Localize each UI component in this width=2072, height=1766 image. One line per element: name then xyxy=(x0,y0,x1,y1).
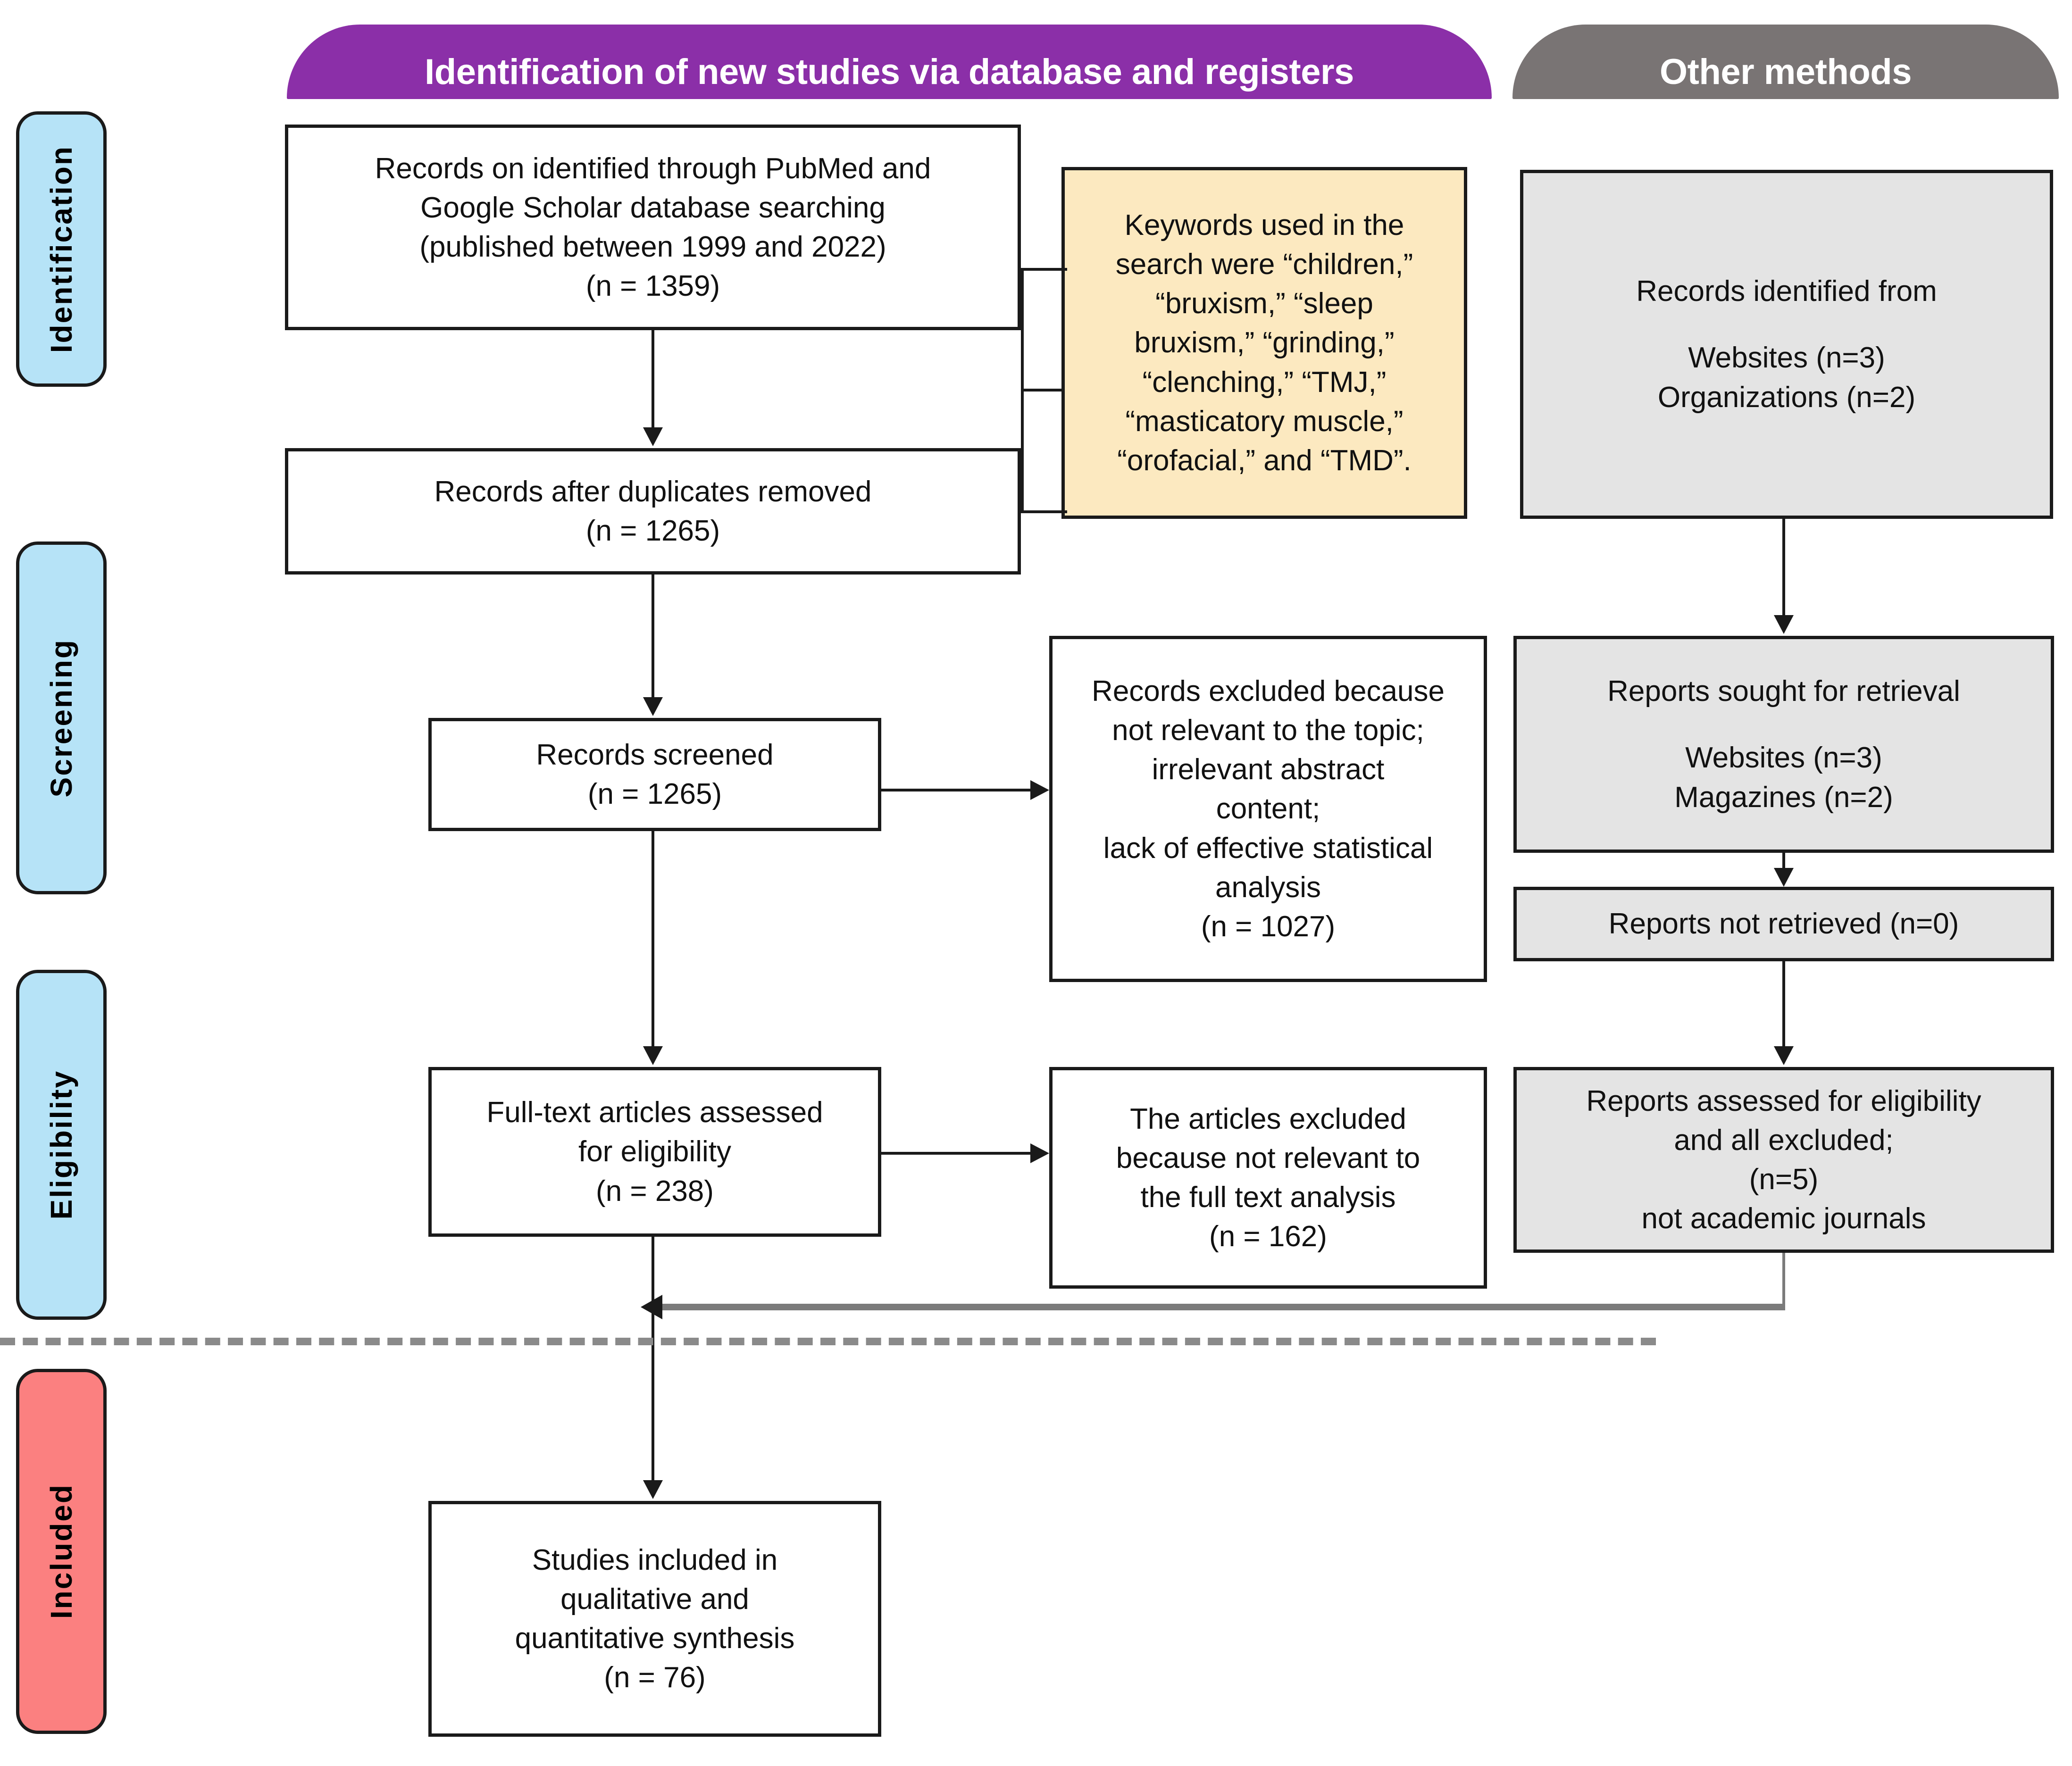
stage-pill-eligibility: Eligibility xyxy=(16,970,107,1320)
box-records-identified-from: Records identified from Websites (n=3) O… xyxy=(1520,170,2053,519)
box-studies-included: Studies included in qualitative and quan… xyxy=(428,1501,881,1737)
stage-label-identification: Identification xyxy=(44,145,78,353)
records-identified-from-line3: Organizations (n=2) xyxy=(1657,381,1916,414)
articles-excluded-line2: because not relevant to xyxy=(1116,1141,1420,1175)
banner-database-registers: Identification of new studies via databa… xyxy=(287,25,1492,99)
arrowhead-fulltext-to-articles-excluded xyxy=(1030,1143,1049,1163)
reports-assessed-line3: (n=5) xyxy=(1749,1163,1819,1196)
records-screened-line1: Records screened xyxy=(536,738,774,771)
box-records-screened: Records screened (n = 1265) xyxy=(428,718,881,831)
connector-duplicates-to-screened xyxy=(652,575,654,698)
studies-included-line3: quantitative synthesis xyxy=(515,1622,795,1655)
bracket-middle-link xyxy=(1021,389,1064,392)
stage-label-eligibility: Eligibility xyxy=(44,1070,78,1220)
connector-sought-to-not-retrieved xyxy=(1782,853,1785,870)
arrowhead-identified-from-to-sought xyxy=(1774,615,1794,634)
connector-screened-to-fulltext xyxy=(652,831,654,1047)
gray-connector-down xyxy=(1782,1253,1785,1307)
records-identified-line3: (published between 1999 and 2022) xyxy=(419,231,886,263)
box-reports-not-retrieved: Reports not retrieved (n=0) xyxy=(1513,887,2054,961)
records-screened-line2: (n = 1265) xyxy=(587,778,722,810)
reports-not-retrieved-line1: Reports not retrieved (n=0) xyxy=(1608,908,1959,941)
records-identified-from-line2: Websites (n=3) xyxy=(1688,342,1885,375)
stage-pill-identification: Identification xyxy=(16,111,107,387)
arrowhead-sought-to-not-retrieved xyxy=(1774,868,1794,887)
arrowhead-not-retrieved-to-assessed xyxy=(1774,1046,1794,1065)
box-duplicates-removed: Records after duplicates removed (n = 12… xyxy=(285,448,1021,575)
connector-screened-to-excluded xyxy=(881,789,1032,791)
box-keywords-used: Keywords used in the search were “childr… xyxy=(1061,167,1467,519)
fulltext-assessed-line2: for eligibility xyxy=(578,1135,731,1168)
records-excluded-line2: not relevant to the topic; xyxy=(1112,714,1424,747)
connector-fulltext-to-included xyxy=(652,1237,654,1481)
box-reports-sought-for-retrieval: Reports sought for retrieval Websites (n… xyxy=(1513,636,2054,853)
studies-included-line2: qualitative and xyxy=(560,1583,749,1616)
keywords-line3: “bruxism,” “sleep xyxy=(1155,287,1373,320)
box-articles-excluded: The articles excluded because not releva… xyxy=(1049,1067,1487,1289)
records-excluded-line3: irrelevant abstract xyxy=(1152,753,1385,786)
records-excluded-line6: analysis xyxy=(1215,871,1321,904)
articles-excluded-line1: The articles excluded xyxy=(1130,1102,1406,1135)
records-excluded-line7: (n = 1027) xyxy=(1201,910,1336,943)
articles-excluded-line3: the full text analysis xyxy=(1140,1181,1396,1214)
arrowhead-gray-connector xyxy=(641,1295,662,1319)
records-identified-line2: Google Scholar database searching xyxy=(420,191,886,224)
records-identified-from-line1: Records identified from xyxy=(1636,275,1937,308)
box-reports-assessed-for-eligibility: Reports assessed for eligibility and all… xyxy=(1513,1067,2054,1253)
arrowhead-screened-to-excluded xyxy=(1030,780,1049,800)
studies-included-line1: Studies included in xyxy=(532,1543,778,1576)
box-fulltext-assessed: Full-text articles assessed for eligibil… xyxy=(428,1067,881,1237)
arrowhead-screened-to-fulltext xyxy=(643,1046,663,1065)
arrowhead-duplicates-to-screened xyxy=(643,697,663,716)
arrowhead-identified-to-duplicates xyxy=(643,427,663,446)
studies-included-line4: (n = 76) xyxy=(604,1661,706,1694)
records-identified-line4: (n = 1359) xyxy=(585,270,720,303)
stage-pill-included: Included xyxy=(16,1369,107,1734)
duplicates-removed-line1: Records after duplicates removed xyxy=(434,475,872,508)
connector-identified-from-to-sought xyxy=(1782,519,1785,616)
fulltext-assessed-line1: Full-text articles assessed xyxy=(486,1096,823,1129)
fulltext-assessed-line3: (n = 238) xyxy=(596,1175,714,1208)
reports-assessed-line1: Reports assessed for eligibility xyxy=(1586,1084,1981,1117)
banner-database-label: Identification of new studies via databa… xyxy=(425,52,1354,92)
connector-not-retrieved-to-assessed xyxy=(1782,961,1785,1048)
connector-fulltext-to-articles-excluded xyxy=(881,1152,1032,1155)
stage-label-screening: Screening xyxy=(44,638,78,798)
stage-pill-screening: Screening xyxy=(16,541,107,894)
duplicates-removed-line2: (n = 1265) xyxy=(585,515,720,547)
keywords-line6: “masticatory muscle,” xyxy=(1125,405,1404,438)
banner-other-methods: Other methods xyxy=(1512,25,2059,99)
bracket-top-stub xyxy=(1021,268,1067,271)
records-excluded-line4: content; xyxy=(1216,792,1320,825)
articles-excluded-line4: (n = 162) xyxy=(1209,1220,1327,1253)
records-excluded-line5: lack of effective statistical xyxy=(1103,832,1433,865)
reports-sought-line2: Websites (n=3) xyxy=(1685,741,1882,775)
keywords-line5: “clenching,” “TMJ,” xyxy=(1142,366,1387,399)
arrowhead-fulltext-to-included xyxy=(643,1480,663,1499)
section-divider-dashed xyxy=(0,1338,1656,1345)
keywords-line1: Keywords used in the xyxy=(1124,209,1404,242)
gray-connector-horizontal xyxy=(660,1304,1785,1310)
banner-other-label: Other methods xyxy=(1660,52,1912,92)
keywords-line7: “orofacial,” and “TMD”. xyxy=(1117,444,1412,477)
stage-label-included: Included xyxy=(44,1483,78,1619)
keywords-line2: search were “children,” xyxy=(1115,248,1413,281)
records-excluded-line1: Records excluded because xyxy=(1092,675,1445,708)
records-identified-line1: Records on identified through PubMed and xyxy=(375,152,931,185)
bracket-bottom-stub xyxy=(1021,510,1067,513)
reports-assessed-line4: not academic journals xyxy=(1641,1202,1926,1235)
box-records-identified: Records on identified through PubMed and… xyxy=(285,125,1021,330)
reports-assessed-line2: and all excluded; xyxy=(1674,1124,1894,1157)
reports-sought-line3: Magazines (n=2) xyxy=(1674,781,1893,814)
keywords-line4: bruxism,” “grinding,” xyxy=(1134,326,1395,359)
connector-identified-to-duplicates xyxy=(652,330,654,428)
reports-sought-line1: Reports sought for retrieval xyxy=(1607,675,1960,708)
box-records-excluded: Records excluded because not relevant to… xyxy=(1049,636,1487,982)
